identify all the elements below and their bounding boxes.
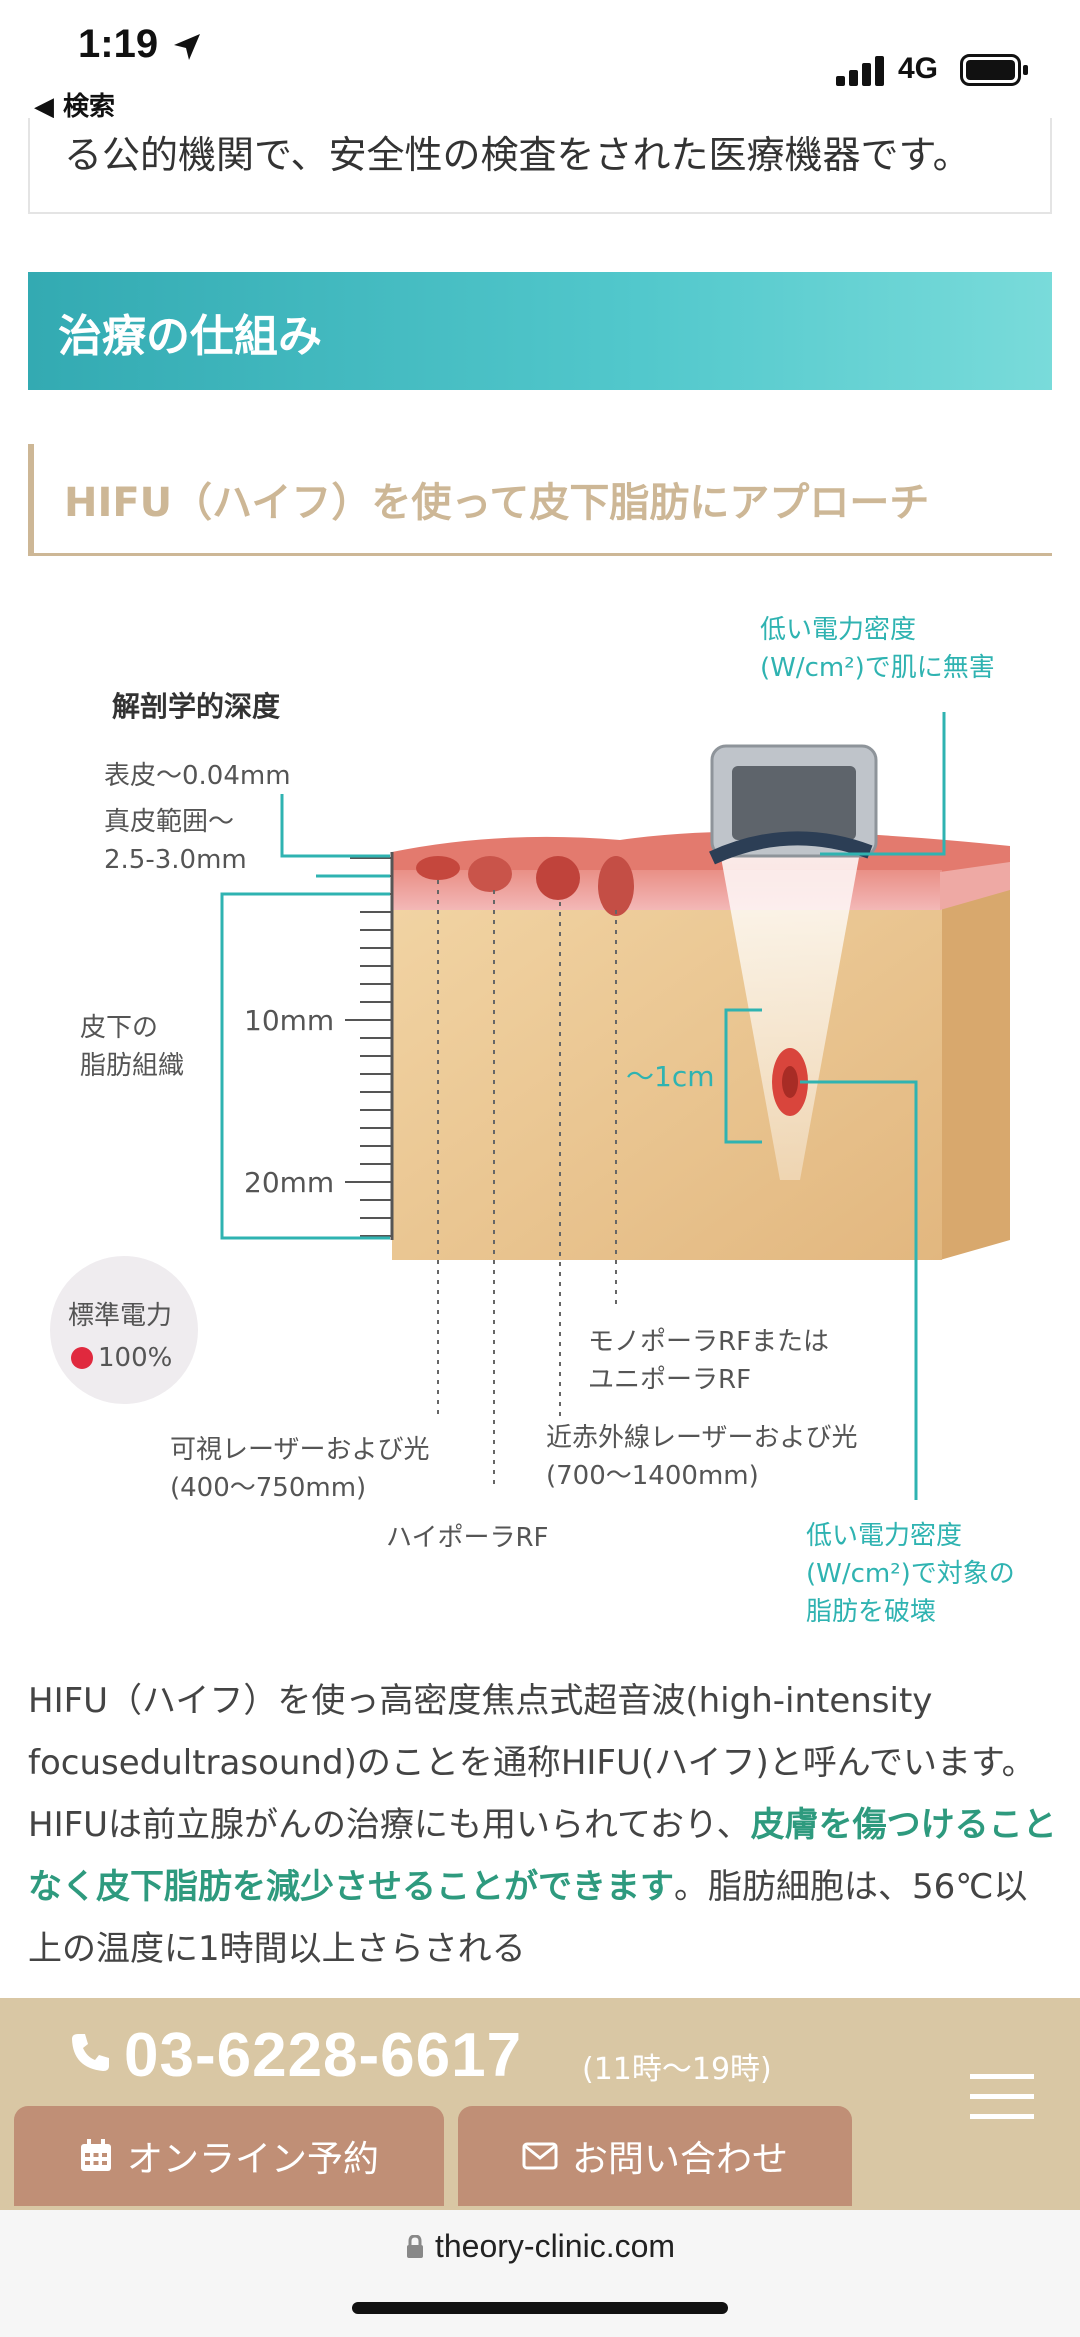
business-hours: (11時〜19時)	[582, 2052, 772, 2087]
section-heading-bar	[28, 272, 1052, 390]
visible-label-line1: 可視レーザーおよび光	[170, 1435, 429, 1465]
tick-10mm-label: 10mm	[244, 1004, 334, 1037]
calendar-icon	[80, 2139, 111, 2171]
mail-icon	[522, 2142, 558, 2170]
sub-heading-frame	[28, 444, 1052, 556]
depth-title: 解剖学的深度	[112, 690, 280, 723]
url-field[interactable]: theory-clinic.com	[0, 2228, 1080, 2265]
power-dot-icon	[71, 1347, 93, 1369]
epidermis-label: 表皮〜0.04mm	[104, 761, 291, 791]
contact-button[interactable]: お問い合わせ	[458, 2106, 852, 2206]
monopolar-label-line1: モノポーラRFまたは	[588, 1327, 829, 1357]
depth-ruler	[345, 857, 392, 1237]
low-power-bottom-line1: 低い電力密度	[806, 1521, 962, 1551]
bipolar-label: ハイポーラRF	[386, 1523, 549, 1553]
dermis-label-line2: 2.5-3.0mm	[104, 845, 247, 875]
info-card-text: る公的機関で、安全性の検査をされた医療機器です。	[64, 133, 971, 177]
section-title: 治療の仕組み	[58, 311, 322, 362]
back-to-search-link[interactable]: ◀ 検索	[34, 92, 116, 122]
description-paragraph: HIFU（ハイフ）を使っ高密度焦点式超音波(high-intensity foc…	[28, 1670, 1058, 1980]
fat-label-line2: 脂肪組織	[80, 1051, 184, 1081]
fat-label-line1: 皮下の	[80, 1013, 158, 1043]
battery-icon	[960, 54, 1028, 86]
location-arrow-icon	[174, 34, 200, 60]
fat-block	[392, 860, 942, 1260]
dermis-label-line1: 真皮範囲〜	[104, 807, 234, 837]
low-power-top-leader	[820, 712, 946, 856]
browser-url-bar	[0, 2210, 1080, 2337]
power-label: 標準電力	[68, 1301, 172, 1331]
low-power-bottom-leader	[800, 1080, 918, 1500]
lock-icon	[406, 2234, 423, 2258]
ultrasound-beam	[720, 852, 860, 1180]
home-indicator[interactable]	[352, 2302, 728, 2314]
phone-icon	[72, 2034, 109, 2071]
hamburger-menu-icon[interactable]	[970, 2072, 1034, 2122]
power-value: 100%	[98, 1343, 172, 1373]
status-time: 1:19	[78, 22, 159, 66]
network-type: 4G	[898, 52, 939, 85]
nir-label-line2: (700〜1400mm)	[546, 1461, 759, 1491]
paragraph-highlight: 皮膚を傷つけることなく皮下脂肪を減少させることができます	[28, 1805, 1057, 1907]
fat-block-side	[940, 860, 1010, 1260]
sub-title: HIFU（ハイフ）を使って皮下脂肪にアプローチ	[64, 480, 930, 526]
tick-20mm-label: 20mm	[244, 1166, 334, 1199]
fat-bracket	[220, 892, 390, 1240]
phone-number-link[interactable]: 03-6228-6617	[124, 2021, 523, 2090]
url-text: theory-clinic.com	[434, 2228, 676, 2264]
contact-label: お問い合わせ	[571, 2139, 788, 2180]
signal-icon	[836, 56, 884, 86]
paragraph-text-1: HIFU（ハイフ）を使っ高密度焦点式超音波(high-intensity foc…	[28, 1681, 1036, 1845]
low-power-bottom-line2: (W/cm²)で対象の	[806, 1559, 1015, 1589]
info-card	[28, 118, 1052, 214]
visible-label-line2: (400〜750mm)	[170, 1473, 366, 1503]
online-reservation-button[interactable]: オンライン予約	[14, 2106, 444, 2206]
focus-size-label: 〜1cm	[626, 1060, 715, 1093]
focus-bracket	[724, 1008, 762, 1144]
low-power-top-line2: (W/cm²)で肌に無害	[760, 653, 995, 683]
monopolar-label-line2: ユニポーラRF	[588, 1365, 751, 1395]
epidermis-leader	[280, 794, 390, 858]
nir-label-line1: 近赤外線レーザーおよび光	[546, 1423, 857, 1453]
low-power-top-line1: 低い電力密度	[760, 615, 916, 645]
status-bar: 1:19 ◀ 検索 4G	[0, 0, 1080, 130]
hifu-depth-diagram: 低い電力密度 (W/cm²)で肌に無害 〜1cm 低い電力密度 (W/cm²)で…	[50, 615, 1015, 1627]
online-reservation-label: オンライン予約	[126, 2139, 379, 2180]
low-power-bottom-line3: 脂肪を破壊	[806, 1597, 936, 1627]
paragraph-text-2: 。脂肪細胞は、56℃以上の温度に1時間以上さらされる	[28, 1867, 1028, 1969]
